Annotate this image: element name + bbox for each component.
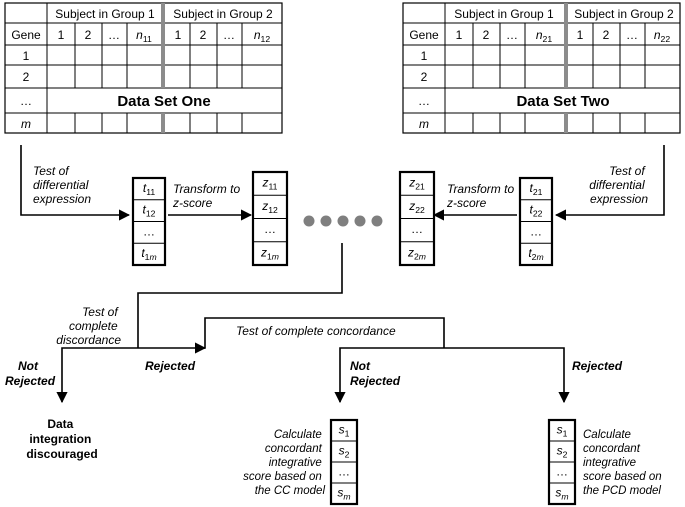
arrow-de-left: [20, 145, 131, 221]
flow-connectors: [20, 145, 665, 404]
column-label-n21: n21: [536, 28, 552, 44]
column-label: …: [506, 28, 518, 42]
vector-entry: t2m: [528, 246, 543, 262]
data-set-one-label: Data Set One: [117, 93, 210, 110]
line-dots-to-discordance: [137, 243, 343, 348]
rejected-left-label: Rejected: [145, 359, 196, 373]
s-cc-vector: s1 s2 … sm: [329, 418, 359, 506]
step-labels: Test of differential expression Test of …: [33, 164, 648, 347]
vector-entry: s1: [557, 423, 568, 439]
column-label: 1: [577, 28, 584, 42]
row-label: 1: [23, 49, 30, 63]
score-vectors: t11 t12 … t1m z11 z12 … z1m z21 z22 … z2m t21 t22 … t2m…: [131, 170, 577, 506]
vector-entry: t12: [143, 203, 156, 219]
column-label-n12: n12: [254, 28, 270, 44]
vector-entry: …: [411, 222, 423, 236]
column-label: 2: [483, 28, 490, 42]
gene-column-header: Gene: [409, 28, 439, 42]
gene-column-header: Gene: [11, 28, 41, 42]
t1-vector: t11 t12 … t1m: [131, 176, 167, 267]
test-de-right-label: Test of differential expression: [589, 164, 648, 206]
t2-vector: t21 t22 … t2m: [518, 176, 554, 267]
column-label: 2: [200, 28, 207, 42]
ellipsis-dots: [303, 215, 383, 227]
row-label: 2: [421, 70, 428, 84]
calculate-cc-label: Calculate concordant integrative score b…: [243, 429, 325, 497]
row-label: …: [20, 94, 32, 108]
group1-header: Subject in Group 1: [55, 7, 155, 21]
arrow-de-right: [554, 145, 665, 221]
column-label: 1: [58, 28, 65, 42]
calculate-pcd-label: Calculate concordant integrative score b…: [583, 429, 665, 497]
transform-left-label: Transform to z-score: [172, 182, 243, 210]
transform-right-label: Transform to z-score: [446, 182, 517, 210]
column-label: …: [626, 28, 638, 42]
vector-entry: z12: [261, 199, 278, 215]
not-rejected-mid-label: Not Rejected: [350, 359, 401, 388]
vector-entry: t21: [530, 181, 543, 197]
test-concordance-label: Test of complete concordance: [236, 324, 396, 338]
vector-entry: s2: [339, 444, 350, 460]
vector-entry: t22: [530, 203, 543, 219]
vector-entry: t1m: [141, 246, 156, 262]
vector-entry: t11: [143, 181, 155, 197]
row-label: m: [419, 117, 429, 131]
vector-entry: …: [530, 224, 542, 238]
column-label: 1: [456, 28, 463, 42]
vector-entry: …: [556, 465, 568, 479]
row-label: 1: [421, 49, 428, 63]
data-set-two-table: Subject in Group 1 Subject in Group 2 Ge…: [402, 2, 681, 134]
row-label: 2: [23, 70, 30, 84]
vector-entry: …: [143, 224, 155, 238]
vector-entry: …: [338, 465, 350, 479]
vector-entry: z21: [408, 176, 425, 192]
row-label: m: [21, 117, 31, 131]
vector-entry: z11: [262, 176, 278, 192]
arrow-rejected-left: [138, 317, 445, 349]
vector-entry: s2: [557, 444, 568, 460]
column-label: 2: [603, 28, 610, 42]
column-label: 1: [175, 28, 182, 42]
vector-entry: s1: [339, 423, 350, 439]
vector-entry: sm: [337, 486, 350, 502]
group2-header: Subject in Group 2: [173, 7, 273, 21]
arrow-rejected-right: [444, 347, 570, 404]
test-de-left-label: Test of differential expression: [33, 164, 92, 206]
z2-vector: z21 z22 … z2m: [398, 170, 436, 267]
vector-entry: z1m: [260, 245, 279, 261]
s-pcd-vector: s1 s2 … sm: [547, 418, 577, 506]
column-label: …: [223, 28, 235, 42]
data-integration-discouraged-label: Data integration discouraged: [26, 417, 97, 461]
group1-header: Subject in Group 1: [454, 7, 554, 21]
data-set-one-table: Subject in Group 1 Subject in Group 2 Ge…: [4, 2, 283, 134]
arrow-not-rejected-left: [56, 347, 138, 404]
vector-entry: z22: [408, 199, 425, 215]
vector-entry: …: [264, 222, 276, 236]
column-label: 2: [85, 28, 92, 42]
column-label-n11: n11: [136, 28, 152, 44]
arrow-not-rejected-mid: [334, 347, 444, 404]
vector-entry: sm: [555, 486, 568, 502]
row-label: …: [418, 94, 430, 108]
not-rejected-left-label: Not Rejected: [5, 359, 56, 388]
group2-header: Subject in Group 2: [574, 7, 674, 21]
rejected-right-label: Rejected: [572, 359, 623, 373]
test-discordance-label: Test of complete discordance: [56, 305, 121, 347]
outcome-labels: Not Rejected Rejected Not Rejected Rejec…: [5, 359, 665, 497]
column-label-n22: n22: [654, 28, 670, 44]
data-set-two-label: Data Set Two: [516, 93, 609, 110]
column-label: …: [108, 28, 120, 42]
vector-entry: z2m: [407, 245, 426, 261]
z1-vector: z11 z12 … z1m: [251, 170, 289, 267]
